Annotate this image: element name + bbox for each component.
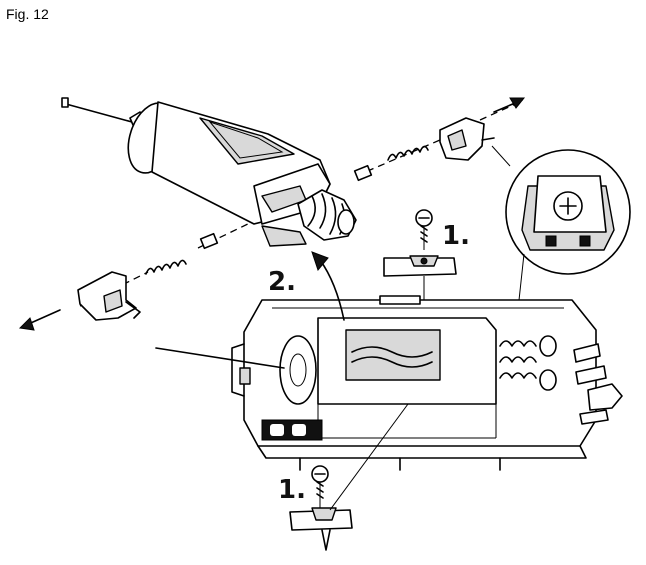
chassis [155,295,623,471]
step-label-remove-lower-screw: 1. [278,475,306,505]
step-label-lift-motor: 2. [268,267,296,297]
upper-screw [415,209,433,250]
upper-clip [383,255,457,300]
right-upper-axis [479,101,521,121]
figure-label: Fig. 12 [6,6,49,22]
detail-magnifier [491,145,631,329]
spring-right [353,145,429,182]
arrow-left-down [18,309,61,331]
lower-screw [311,465,329,508]
brush-holder-left [77,271,141,321]
spring-left [145,232,219,275]
lift-arrow [311,251,345,321]
motor [61,97,357,247]
step-label-remove-upper-screw: 1. [442,221,470,251]
lower-clip [289,403,409,551]
left-axis-line [197,221,253,249]
arrow-right-up [493,97,526,113]
worm-gear [297,189,357,241]
brush-holder-right [439,117,495,161]
